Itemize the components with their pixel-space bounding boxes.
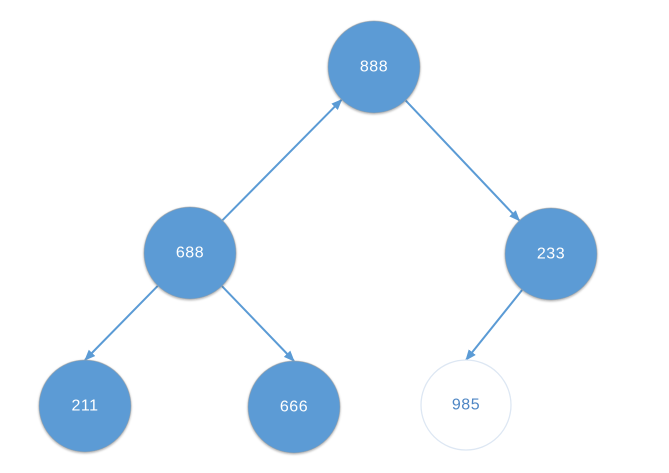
- tree-node-211[interactable]: 211: [38, 359, 132, 453]
- edge-888-to-233: [404, 99, 521, 222]
- edge-688-to-666: [221, 285, 295, 362]
- node-circle-888[interactable]: [327, 20, 421, 114]
- tree-node-985[interactable]: 985: [420, 359, 512, 451]
- tree-node-888[interactable]: 888: [327, 20, 421, 114]
- edges-layer: [84, 98, 523, 362]
- node-circle-985[interactable]: [420, 359, 512, 451]
- node-circle-688[interactable]: [143, 206, 237, 300]
- edge-233-to-985: [465, 289, 523, 361]
- node-circle-233[interactable]: [504, 207, 598, 301]
- node-circle-211[interactable]: [38, 359, 132, 453]
- edge-688-to-888: [221, 98, 343, 222]
- edge-688-to-211: [84, 285, 159, 361]
- tree-node-233[interactable]: 233: [504, 207, 598, 301]
- tree-node-666[interactable]: 666: [247, 360, 341, 454]
- node-circle-666[interactable]: [247, 360, 341, 454]
- nodes-layer: 888 688 233 211 666 985: [38, 20, 598, 454]
- tree-node-688[interactable]: 688: [143, 206, 237, 300]
